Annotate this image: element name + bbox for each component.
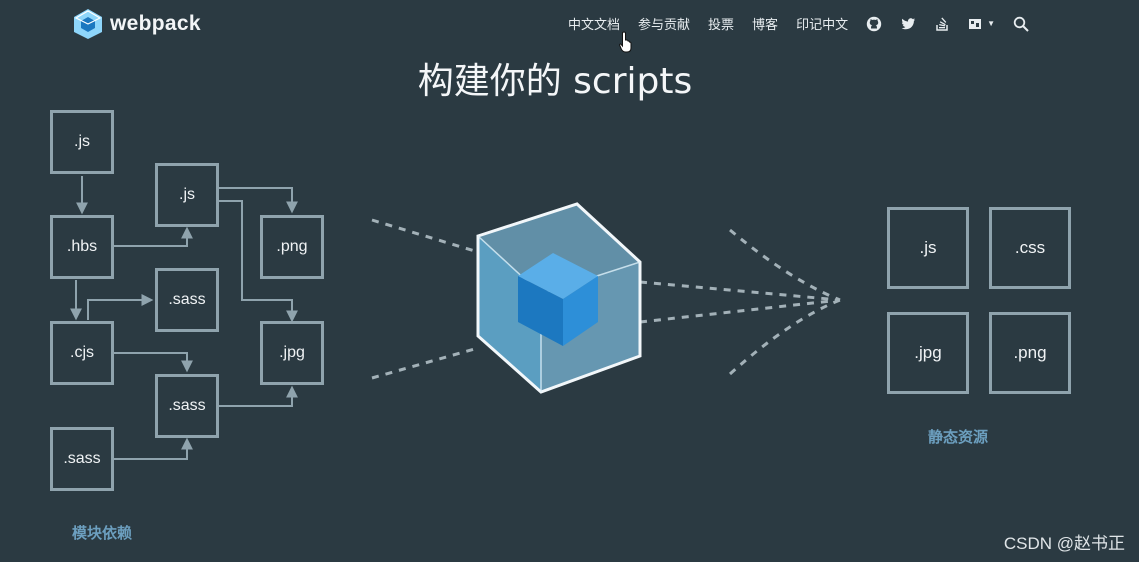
module-box-sass: .sass xyxy=(50,427,114,491)
github-icon[interactable] xyxy=(866,16,882,32)
module-box-png: .png xyxy=(260,215,324,279)
nav-blog[interactable]: 博客 xyxy=(752,17,779,32)
asset-box-png: .png xyxy=(989,312,1071,394)
module-box-hbs: .hbs xyxy=(50,215,114,279)
webpack-cube-graphic xyxy=(476,202,642,394)
module-box-jpg: .jpg xyxy=(260,321,324,385)
nav-yinji[interactable]: 印记中文 xyxy=(796,17,849,32)
module-box-sass-2: .sass xyxy=(155,268,219,332)
chevron-down-icon: ▼ xyxy=(987,19,995,28)
webpack-cube-icon xyxy=(74,9,102,39)
module-box-sass-3: .sass xyxy=(155,374,219,438)
top-nav: 中文文档 参与贡献 投票 博客 印记中文 ▼ xyxy=(568,14,1029,33)
language-icon xyxy=(969,18,982,29)
language-switcher[interactable]: ▼ xyxy=(968,16,995,32)
hand-cursor-icon xyxy=(619,31,632,53)
stackoverflow-icon[interactable] xyxy=(934,16,950,32)
webpack-logo[interactable]: webpack xyxy=(72,8,201,40)
twitter-icon[interactable] xyxy=(900,16,916,32)
modules-caption: 模块依赖 xyxy=(72,525,133,542)
nav-docs[interactable]: 中文文档 xyxy=(568,17,621,32)
brand-name: webpack xyxy=(110,12,201,35)
module-box-cjs: .cjs xyxy=(50,321,114,385)
asset-box-jpg: .jpg xyxy=(887,312,969,394)
module-box-js: .js xyxy=(50,110,114,174)
assets-caption: 静态资源 xyxy=(928,429,989,446)
search-icon[interactable] xyxy=(1013,16,1029,32)
page-title: 构建你的 scripts xyxy=(417,61,693,102)
nav-vote[interactable]: 投票 xyxy=(708,17,735,32)
watermark: CSDN @赵书正 xyxy=(1003,534,1125,553)
asset-box-js: .js xyxy=(887,207,969,289)
module-box-js-2: .js xyxy=(155,163,219,227)
asset-box-css: .css xyxy=(989,207,1071,289)
nav-contribute[interactable]: 参与贡献 xyxy=(638,17,691,32)
